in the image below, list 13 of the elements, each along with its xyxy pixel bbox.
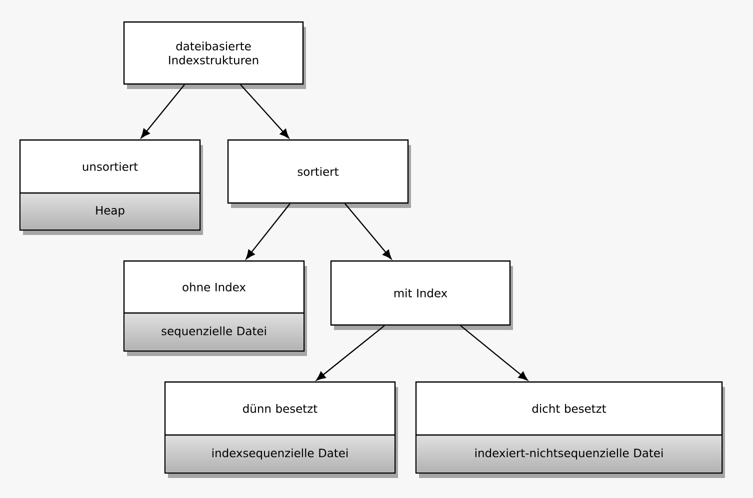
process-box: mit Index (330, 260, 513, 330)
arrow (140, 84, 185, 138)
process-box: sortiert (227, 139, 411, 208)
arrow (460, 325, 528, 381)
arrow (316, 325, 385, 381)
split-box: dünn besetzt indexsequenzielle Datei (164, 381, 398, 478)
arrow (344, 203, 392, 260)
process-box: dateibasierte Indexstrukturen (123, 21, 306, 89)
split-box: ohne Index sequenzielle Datei (123, 260, 307, 356)
arrow (240, 84, 290, 138)
arrow (246, 203, 290, 260)
split-box: dicht besetzt indexiert-nichtsequenzielle Datei (415, 381, 725, 478)
split-box: unsortiert Heap (19, 139, 203, 235)
